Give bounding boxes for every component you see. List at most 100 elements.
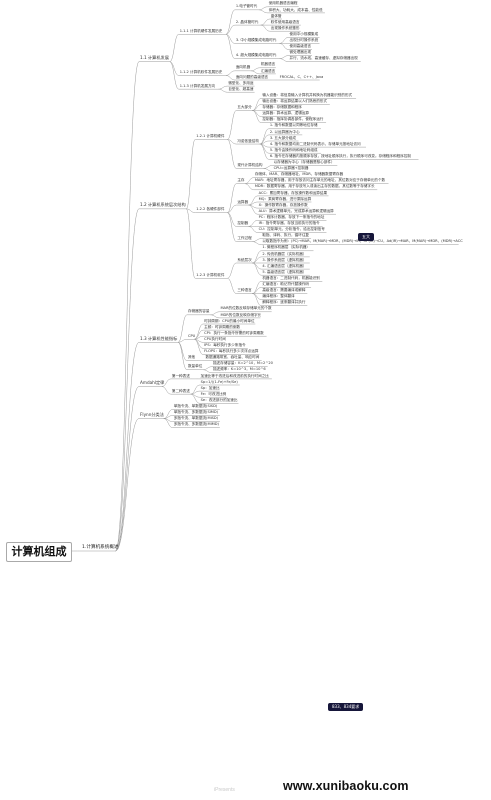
leaf-node[interactable]: 以取数指令为例：(PC)→MAR，M(MAR)→MDR，(MDR)→IR，OP(… xyxy=(262,239,463,244)
leaf-node[interactable]: CPU=运算器+控制器 xyxy=(273,166,309,171)
leaf-node[interactable]: 单指令流、单数据流(SISD) xyxy=(173,404,218,408)
leaf-node[interactable]: 3. 操作系统层（虚拟机器） xyxy=(262,257,307,262)
leaf-node[interactable]: FROCAL、C、C++、Java xyxy=(279,74,324,79)
topic-node[interactable]: 2. 晶体管时代 xyxy=(235,19,259,24)
leaf-node[interactable]: 控制器：指挥协调各部件，使程序运行 xyxy=(262,117,324,122)
leaf-node[interactable]: 体积大、功耗大、成本高、性能低 xyxy=(268,7,323,12)
leaf-node[interactable]: 1. 微程序机器层（实际机器） xyxy=(262,245,311,250)
leaf-node[interactable]: 汇编语言 xyxy=(260,68,276,73)
leaf-node[interactable]: 数据通路带宽、吞吐量、响应时间 xyxy=(205,355,260,360)
leaf-node[interactable]: MQ：乘商寄存器，进行乘除运算 xyxy=(258,196,312,201)
leaf-node[interactable]: Se：改进部分的加速比 xyxy=(200,397,238,402)
leaf-node[interactable]: 存储体、MAR、存储器地址、MDR、存储器数据寄存器 xyxy=(254,172,344,177)
leaf-node[interactable]: 4. 汇编语言层（虚拟机器） xyxy=(262,263,307,268)
topic-node[interactable]: 1.2.3 计算机软件 xyxy=(196,272,225,277)
topic-node[interactable]: 3. 中小规模集成电路时代 xyxy=(235,38,277,42)
leaf-node[interactable]: Fe：可改进比例 xyxy=(200,391,227,396)
topic-node[interactable]: 运算器 xyxy=(237,199,249,204)
leaf-node[interactable]: 编译程序：整体翻译 xyxy=(262,294,295,299)
branch-node[interactable]: 1.计算机系统概述 xyxy=(82,544,119,550)
leaf-node[interactable]: 解释程序：逐条翻译并执行 xyxy=(262,300,306,305)
root-node[interactable]: 计算机组成 xyxy=(6,542,72,562)
leaf-node[interactable]: 出现分时操作系统 xyxy=(289,38,319,42)
leaf-node[interactable]: 主频：时钟周期的倒数 xyxy=(204,324,241,329)
leaf-node[interactable]: PC：程序计数器，存放下一条指令的地址 xyxy=(258,214,325,219)
topic-node[interactable]: 1.1.3 计算机发展方向 xyxy=(179,83,216,88)
leaf-node[interactable]: Sp：加速比 xyxy=(200,385,220,390)
leaf-node[interactable]: CPU执行时间 xyxy=(204,336,226,341)
topic-node[interactable]: 三种语言 xyxy=(237,288,252,293)
topic-node[interactable]: 1.2.1 计算机硬件 xyxy=(196,134,225,139)
leaf-node[interactable]: X：操作数寄存器，存放操作数 xyxy=(258,202,308,207)
leaf-node[interactable]: 描述存储容量：K=2^10，M=2^20 xyxy=(212,361,273,366)
topic-node[interactable]: 面向问题的高级语言 xyxy=(235,74,269,79)
leaf-node[interactable]: 描述频率：K=10^3，M=10^6 xyxy=(212,367,266,372)
leaf-node[interactable]: 1. 指令和数据以同等地位存储 xyxy=(269,123,318,128)
leaf-node[interactable]: 5. 高级语言层（虚拟机器） xyxy=(262,269,307,274)
leaf-node[interactable]: 4. 指令和数据均用二进制代码表示，存储单元按地址访问 xyxy=(269,141,361,146)
leaf-node[interactable]: FLOPS：每秒执行多少次浮点运算 xyxy=(204,349,259,354)
leaf-node[interactable]: MDR的位数反映存储字长 xyxy=(220,312,262,317)
leaf-node[interactable]: MAR：地址寄存器，用于存放访问主存单元的地址，其位数对应于存储单元的个数 xyxy=(254,178,386,183)
leaf-node[interactable]: 高级语言：需要编译或解释 xyxy=(262,288,306,293)
leaf-node[interactable]: IR：指令寄存器，存放当前执行的指令 xyxy=(258,221,320,225)
leaf-node[interactable]: ACC：累加寄存器，存放操作数和运算结果 xyxy=(258,190,328,195)
leaf-node[interactable]: 2. 以运算器为中心 xyxy=(269,129,300,134)
leaf-node[interactable]: IPS：每秒执行多少条指令 xyxy=(204,343,246,347)
leaf-node[interactable]: CU：控制单元，分析指令，给出控制信号 xyxy=(258,227,325,232)
topic-node[interactable]: 4. 超大规模集成电路时代 xyxy=(235,53,277,58)
leaf-node[interactable]: 以存储器为中心（存储器是核心部件） xyxy=(273,160,335,164)
topic-node[interactable]: 主存 xyxy=(237,178,245,183)
leaf-node[interactable]: 巨型化、超高速 xyxy=(228,86,254,91)
leaf-node[interactable]: MAR的位数反映存储单元的个数 xyxy=(220,306,272,311)
topic-node[interactable]: 1.3 计算机性能指标 xyxy=(140,335,178,341)
leaf-node[interactable]: 3. 五大部分组成 xyxy=(269,135,296,140)
topic-node[interactable]: 第二种表述 xyxy=(171,388,190,393)
leaf-node[interactable]: 单指令流、多数据流(SIMD) xyxy=(173,410,219,415)
leaf-node[interactable]: CPI：执行一条指令所需的时钟周期数 xyxy=(204,330,264,335)
topic-node[interactable]: 存储器的容量 xyxy=(187,309,210,314)
topic-node[interactable]: 冯诺依曼结构 xyxy=(237,138,259,143)
leaf-node[interactable]: 输出设备：将运算结果以人们熟悉的形式 xyxy=(262,99,327,103)
topic-node[interactable]: 1.2.2 各硬件部件 xyxy=(196,207,225,212)
leaf-node[interactable]: 软件使用高级语言 xyxy=(270,19,300,24)
topic-node[interactable]: 第一种表述 xyxy=(171,373,190,378)
leaf-node[interactable]: 使用机器语言编程 xyxy=(268,1,298,6)
leaf-node[interactable]: 存储器：存储数据和程序 xyxy=(262,105,302,110)
leaf-node[interactable]: 多指令流、多数据流(MIMD) xyxy=(173,422,219,427)
topic-node[interactable]: 1.1 计算机发展 xyxy=(140,55,169,61)
leaf-node[interactable]: 运算器：算术运算、逻辑运算 xyxy=(262,111,310,116)
leaf-node[interactable]: 输入设备：将信息输入计算机并转换为机器能识别的形式 xyxy=(262,92,353,97)
topic-node[interactable]: 现代计算机结构 xyxy=(237,163,263,168)
leaf-node[interactable]: 5. 指令由操作码和地址码组成 xyxy=(269,147,318,152)
topic-node[interactable]: 1.2 计算机系统层次结构 xyxy=(140,202,186,208)
leaf-node[interactable]: Sp=1/((1-Fe)+Fe/Se) xyxy=(200,379,238,384)
topic-node[interactable]: 1.1.1 计算机硬件发展历史 xyxy=(179,28,223,33)
leaf-node[interactable]: 并行、流水线、高速缓存、虚拟存储器出现 xyxy=(289,56,358,61)
leaf-node[interactable]: 出现操作系统雏形 xyxy=(270,25,300,30)
leaf-node[interactable]: 使用中小规模集成 xyxy=(289,31,319,36)
leaf-node[interactable]: 使用高级语言 xyxy=(289,44,312,49)
topic-node[interactable]: 系统层次 xyxy=(237,257,252,262)
leaf-node[interactable]: 机器语言 xyxy=(260,62,276,67)
topic-node[interactable]: 数量单位 xyxy=(187,364,203,369)
leaf-node[interactable]: 微型化、多用途 xyxy=(228,80,254,85)
topic-node[interactable]: 1.电子管时代 xyxy=(235,4,258,9)
leaf-node[interactable]: ALU：算术逻辑单元，完成算术运算和逻辑运算 xyxy=(258,208,334,213)
topic-node[interactable]: 控制器 xyxy=(237,221,249,225)
leaf-node[interactable]: 晶体管 xyxy=(270,13,282,18)
leaf-node[interactable]: 机器语言：二进制代码，机器能识别 xyxy=(262,275,320,280)
leaf-node[interactable]: 汇编语言：助记符代替操作码 xyxy=(262,282,310,286)
leaf-node[interactable]: 多指令流、单数据流(MISD) xyxy=(173,416,219,421)
topic-node[interactable]: Flynn分类法 xyxy=(140,412,164,418)
leaf-node[interactable]: 微处理器出现 xyxy=(289,50,312,55)
leaf-node[interactable]: MDR：数据寄存器，用于存放写入或读出主存的数据，其位数等于存储字长 xyxy=(254,184,375,189)
topic-node[interactable]: 1.1.2 计算机软件发展历史 xyxy=(179,70,223,75)
leaf-node[interactable]: 2. 传统机器层（实际机器） xyxy=(262,251,307,256)
leaf-node[interactable]: 时钟周期：CPU的最小时间单位 xyxy=(204,318,255,323)
leaf-node[interactable]: 取指、译码、执行，循环往复 xyxy=(262,233,310,238)
topic-node[interactable]: Amdahl定律 xyxy=(140,380,165,386)
leaf-node[interactable]: 6. 指令在存储器内按顺序存放，按地址顺序执行，执行顺序可改变。存储程序和程序控… xyxy=(269,153,411,158)
topic-node[interactable]: CPU xyxy=(187,333,196,338)
topic-node[interactable]: 五大部分 xyxy=(237,105,252,110)
